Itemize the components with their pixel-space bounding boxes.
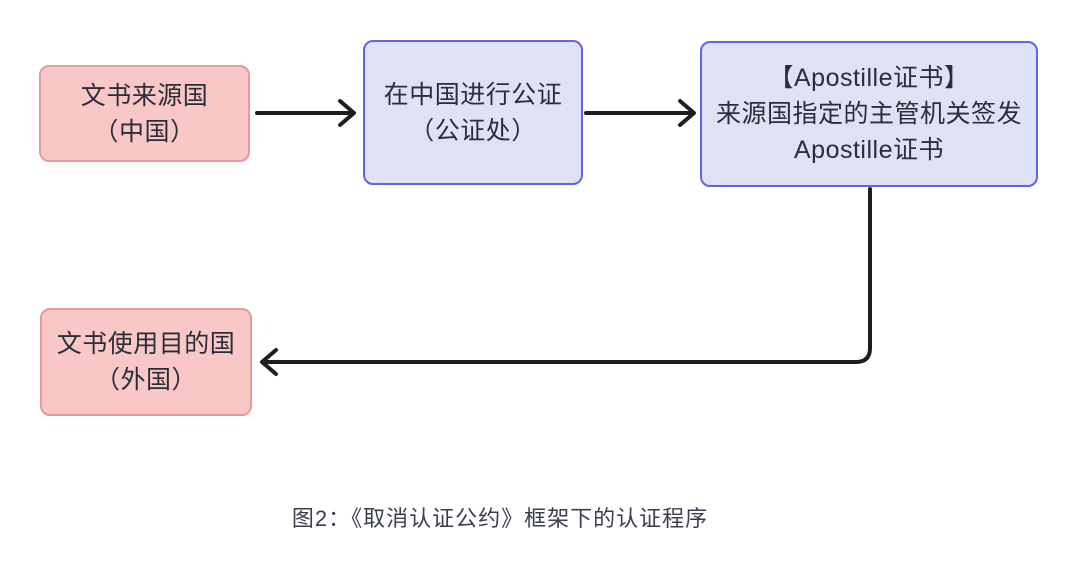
node-text-line: （公证处） bbox=[409, 116, 537, 145]
node-text-line: Apostille证书 bbox=[794, 136, 944, 164]
node-text-line: 在中国进行公证 bbox=[383, 80, 563, 109]
node-apostille-authority: 【Apostille证书】 来源国指定的主管机关签发 Apostille证书 bbox=[700, 41, 1038, 187]
node-destination-country: 文书使用目的国 （外国） bbox=[40, 308, 252, 416]
arrow-source-to-notary bbox=[255, 99, 356, 127]
arrow-apostille-to-destination bbox=[260, 187, 872, 376]
node-text-line: 文书来源国 bbox=[80, 81, 209, 110]
arrowhead-right-icon bbox=[678, 99, 696, 127]
figure-caption: 图2：《取消认证公约》框架下的认证程序 bbox=[291, 506, 709, 531]
arrowhead-right-icon bbox=[338, 99, 356, 127]
node-source-country: 文书来源国 （中国） bbox=[39, 65, 250, 162]
node-text-line: 【Apostille证书】 bbox=[768, 64, 970, 92]
arrow-notary-to-apostille bbox=[584, 99, 696, 127]
node-text-line: （中国） bbox=[93, 117, 196, 146]
node-text-line: （外国） bbox=[94, 366, 197, 394]
node-text-line: 来源国指定的主管机关签发 bbox=[715, 100, 1022, 128]
node-text-line: 文书使用目的国 bbox=[56, 330, 236, 358]
arrowhead-left-icon bbox=[260, 348, 278, 376]
node-notarization-china: 在中国进行公证 （公证处） bbox=[363, 40, 583, 185]
